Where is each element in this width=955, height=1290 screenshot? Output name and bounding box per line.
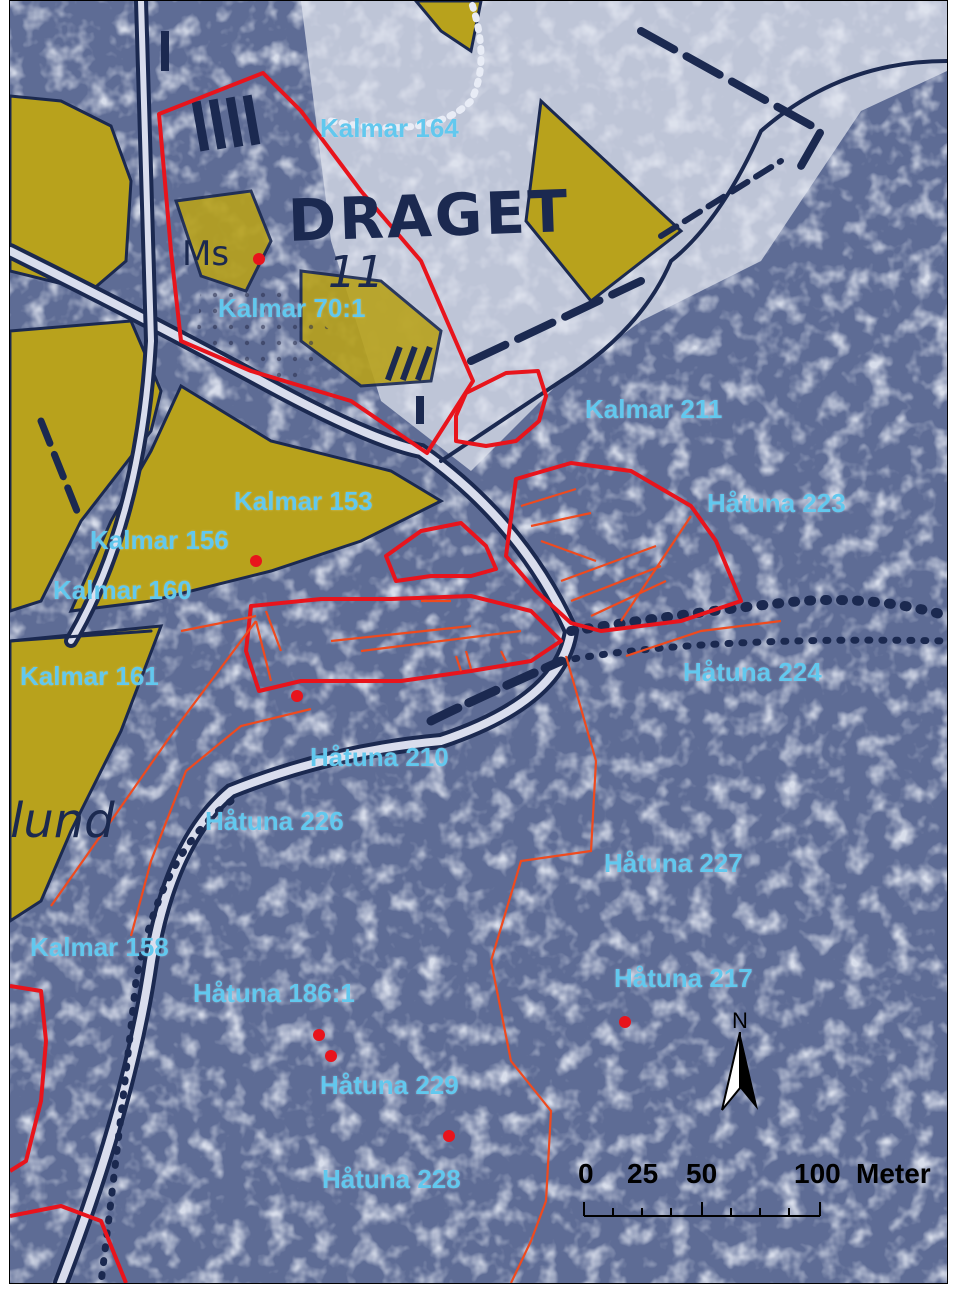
- label-kalmar-161: Kalmar 161: [20, 661, 159, 691]
- north-arrow: N: [718, 1010, 762, 1112]
- label-hatuna-223: Håtuna 223: [707, 488, 846, 518]
- scale-unit: Meter: [856, 1158, 931, 1189]
- point-hatuna-228[interactable]: [443, 1130, 455, 1142]
- label-kalmar-164: Kalmar 164: [320, 113, 459, 143]
- area-kalmar-153[interactable]: [384, 521, 498, 583]
- area-kalmar-211[interactable]: [454, 369, 548, 448]
- label-kalmar-160: Kalmar 160: [53, 575, 192, 605]
- scale-tick-100: 100: [794, 1158, 841, 1189]
- label-kalmar-153: Kalmar 153: [234, 486, 373, 516]
- point-kalmar-156[interactable]: [250, 555, 262, 567]
- label-hatuna-227: Håtuna 227: [604, 848, 743, 878]
- label-hatuna-224: Håtuna 224: [683, 657, 822, 687]
- label-hatuna-228: Håtuna 228: [322, 1164, 461, 1194]
- point-features[interactable]: [250, 253, 631, 1142]
- lund-fragment-text: lund: [10, 793, 115, 849]
- point-kalmar-70-1[interactable]: [253, 253, 265, 265]
- north-arrow-icon: [721, 1032, 758, 1111]
- parcel-number-text: 11: [328, 247, 384, 298]
- label-kalmar-70-1: Kalmar 70:1: [218, 293, 366, 323]
- area-hatuna-223[interactable]: [504, 461, 743, 633]
- msp-symbol-text: Ms: [182, 234, 230, 274]
- label-hatuna-217: Håtuna 217: [614, 963, 753, 993]
- north-label: N: [732, 1008, 748, 1033]
- label-hatuna-226: Håtuna 226: [205, 806, 344, 836]
- area-hatuna-210[interactable]: [244, 594, 563, 693]
- area-bottom-left-a[interactable]: [10, 984, 48, 1173]
- label-hatuna-210: Håtuna 210: [310, 742, 449, 772]
- agricultural-fields: [10, 1, 684, 923]
- label-hatuna-186-1: Håtuna 186:1: [193, 978, 355, 1008]
- map-frame[interactable]: DRAGET Ms 11 lund: [9, 0, 948, 1284]
- archaeological-areas[interactable]: [10, 71, 743, 1283]
- map-canvas[interactable]: [10, 1, 947, 1283]
- building-symbols: [161, 31, 433, 424]
- point-hatuna-186-1-a[interactable]: [313, 1029, 325, 1041]
- label-kalmar-211: Kalmar 211: [585, 394, 723, 424]
- label-kalmar-156: Kalmar 156: [90, 525, 229, 555]
- area-kalmar-70-1[interactable]: [157, 71, 475, 455]
- point-hatuna-186-1-b[interactable]: [325, 1050, 337, 1062]
- point-hatuna-217[interactable]: [619, 1016, 631, 1028]
- label-kalmar-158: Kalmar 158: [30, 932, 169, 962]
- point-hatuna-210[interactable]: [291, 690, 303, 702]
- area-bottom-left-b[interactable]: [10, 1204, 128, 1283]
- roads: [10, 1, 947, 1283]
- scale-tick-25: 25: [627, 1158, 659, 1189]
- feature-lines: [50, 487, 782, 1283]
- place-name-draget: DRAGET: [286, 177, 572, 255]
- scale-tick-50: 50: [686, 1158, 718, 1189]
- scale-bar-graphic: [583, 1202, 821, 1217]
- label-hatuna-229: Håtuna 229: [320, 1070, 459, 1100]
- scale-tick-0: 0: [578, 1158, 594, 1189]
- scale-bar: 0 25 50 100 Meter: [570, 1160, 950, 1230]
